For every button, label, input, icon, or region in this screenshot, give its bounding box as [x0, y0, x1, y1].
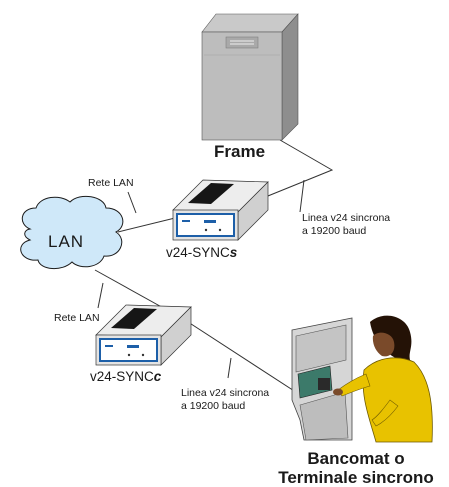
server-icon: [201, 13, 299, 141]
user-figure-icon: [333, 315, 433, 443]
atm-label-line1: Bancomat o: [307, 449, 405, 468]
v24-sync-c-label: v24-SYNCc: [90, 369, 161, 384]
link-lan-sync-s: [117, 217, 176, 233]
link-sync-c-atm: [184, 319, 306, 399]
atm-label: Bancomat o Terminale sincrono: [268, 449, 444, 487]
atm-terminal-icon: [291, 317, 353, 441]
serial-line-bottom-line2: a 19200 baud: [181, 400, 246, 412]
v24-sync-s-device-icon: [172, 179, 269, 241]
rete-lan-label-bottom: Rete LAN: [54, 312, 100, 324]
v24-sync-c-prefix: v24-SYNC: [90, 369, 154, 384]
atm-label-line2: Terminale sincrono: [278, 468, 434, 487]
v24-sync-c-device-icon: [95, 304, 192, 366]
serial-line-label-top: Linea v24 sincrona a 19200 baud: [302, 212, 390, 238]
serial-line-top-line1: Linea v24 sincrona: [302, 212, 391, 224]
link-frame-sync-s: [257, 139, 334, 201]
serial-line-bottom-line1: Linea v24 sincrona: [181, 387, 270, 399]
rete-lan-label-top: Rete LAN: [88, 177, 134, 189]
v24-sync-c-suffix: c: [153, 369, 162, 384]
serial-line-top-line2: a 19200 baud: [302, 225, 367, 237]
v24-sync-s-prefix: v24-SYNC: [166, 245, 230, 260]
connection-lines: [94, 139, 334, 399]
frame-label: Frame: [214, 142, 266, 161]
pointer-rete-lan-top: [127, 191, 137, 214]
v24-sync-s-suffix: s: [229, 245, 238, 260]
pointer-rete-lan-bottom: [97, 282, 104, 309]
pointer-linea-bottom: [227, 357, 232, 379]
v24-sync-s-label: v24-SYNCs: [166, 245, 237, 260]
lan-label: LAN: [48, 232, 85, 251]
pointer-linea-top: [299, 179, 305, 213]
serial-line-label-bottom: Linea v24 sincrona a 19200 baud: [181, 387, 269, 413]
lan-cloud-icon: [20, 195, 124, 269]
